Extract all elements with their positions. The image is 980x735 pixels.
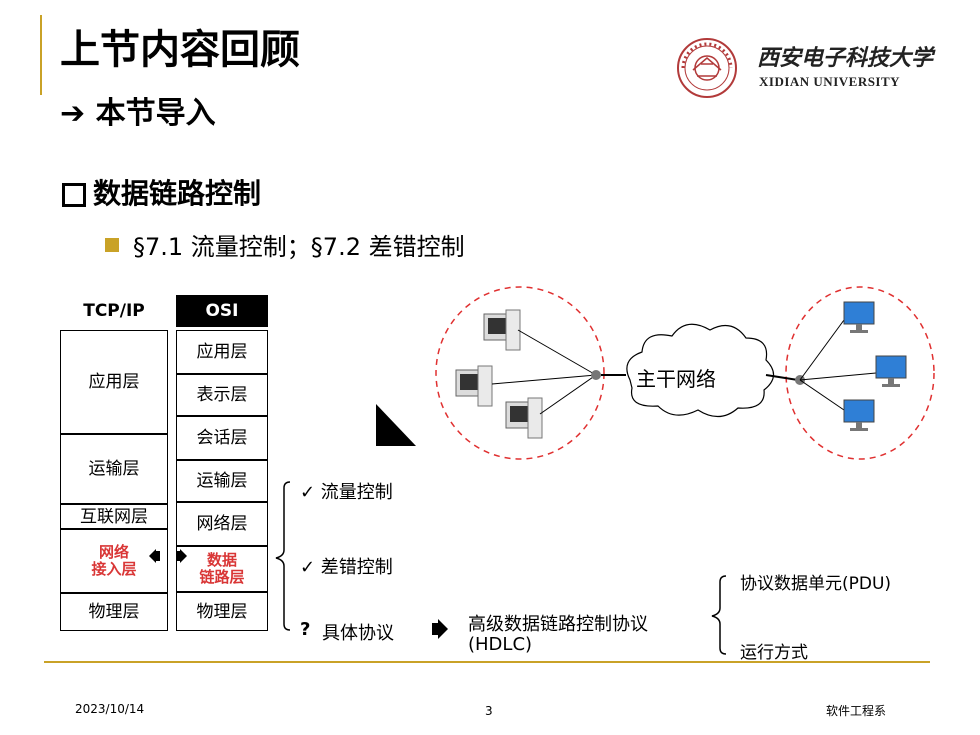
network-diagram: [435, 286, 935, 460]
university-name-en: XIDIAN UNIVERSITY: [759, 74, 901, 89]
tcpip-header: TCP/IP: [83, 301, 145, 321]
section-checkbox-icon: [62, 183, 86, 207]
osi-layer-network: 网络层: [176, 502, 268, 546]
monitor-icon: [843, 399, 875, 431]
tcpip-layer-internet: 互联网层: [60, 504, 168, 529]
tcpip-layer-physical: 物理层: [60, 593, 168, 631]
tcpip-layer-transport: 运输层: [60, 434, 168, 504]
right-arrow-icon: [432, 619, 448, 639]
tcpip-layer-application: 应用层: [60, 330, 168, 434]
topic-protocol-mark: ?: [300, 619, 311, 640]
backbone-cloud-icon: [626, 323, 775, 418]
pc-icon: [505, 397, 543, 439]
university-name-cn: 西安电子科技大学: [757, 45, 934, 71]
hdlc-line1: 高级数据链路控制协议: [468, 614, 648, 635]
university-seal-icon: [677, 38, 737, 98]
pointer-triangle-icon: [376, 404, 416, 446]
osi-layer-data-link: 数据 链路层: [176, 546, 268, 592]
title-accent-bar: [40, 15, 42, 95]
pc-icon: [483, 309, 521, 351]
hdlc-bracket-icon: [711, 575, 727, 655]
pc-icon: [455, 365, 493, 407]
backbone-label: 主干网络: [636, 367, 716, 391]
topic-error-control: ✓ 差错控制: [300, 557, 393, 578]
bullet-text: §7.1 流量控制；§7.2 差错控制: [133, 233, 465, 261]
osi-layer-session: 会话层: [176, 416, 268, 460]
footer-department: 软件工程系: [826, 704, 887, 718]
left-lan-boundary: [435, 286, 605, 460]
osi-header: OSI: [176, 295, 268, 327]
right-lan-boundary: [785, 286, 935, 460]
osi-layer-transport: 运输层: [176, 460, 268, 502]
slide-subtitle: ➔ 本节导入: [60, 96, 216, 131]
hdlc-operation: 运行方式: [740, 643, 808, 663]
footer-page-number: 3: [485, 704, 493, 718]
osi-layer-presentation: 表示层: [176, 374, 268, 416]
footer-date: 2023/10/14: [75, 702, 145, 716]
hdlc-pdu: 协议数据单元(PDU): [740, 574, 892, 594]
slide-title: 上节内容回顾: [60, 27, 300, 73]
hdlc-line2: (HDLC): [468, 634, 533, 655]
tcpip-layer-network-access: 网络 接入层: [60, 529, 168, 593]
left-hub: [591, 370, 601, 380]
topic-protocol: 具体协议: [322, 623, 394, 644]
monitor-icon: [875, 355, 907, 387]
monitor-icon: [843, 301, 875, 333]
double-arrow-icon: [149, 549, 187, 563]
osi-layer-physical: 物理层: [176, 592, 268, 631]
topics-bracket-icon: [275, 481, 291, 631]
osi-layer-application: 应用层: [176, 330, 268, 374]
footer-divider: [44, 661, 930, 663]
section-heading: 数据链路控制: [93, 177, 262, 210]
bullet-square-icon: [105, 238, 119, 252]
topic-flow-control: ✓ 流量控制: [300, 482, 393, 503]
